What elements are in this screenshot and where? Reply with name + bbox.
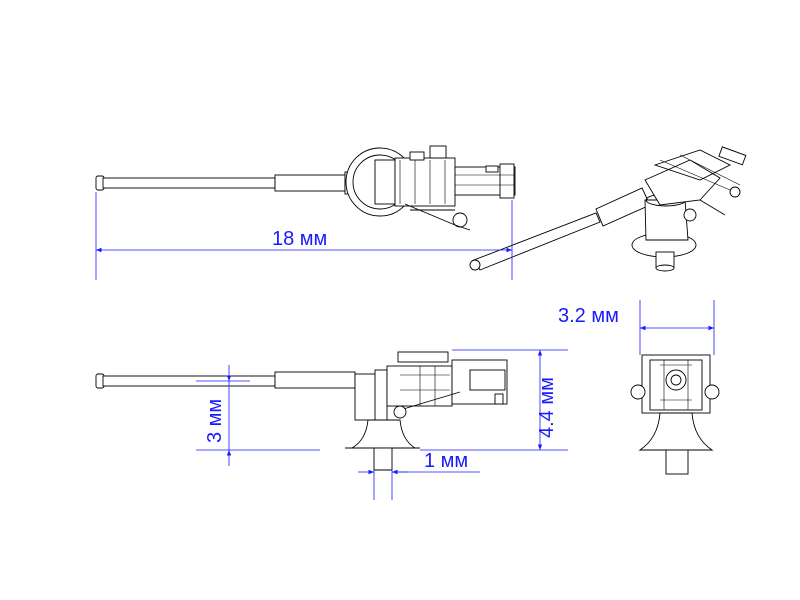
- length-label: 18 мм: [272, 228, 327, 250]
- height-label: 4.4 мм: [536, 377, 558, 438]
- dimension-base-width: 1 мм: [358, 450, 480, 500]
- front-view: [630, 354, 720, 475]
- width-label: 3.2 мм: [558, 305, 619, 327]
- dimension-axis-height: 3 мм: [196, 365, 320, 466]
- dimension-length: 18 мм: [95, 192, 513, 280]
- axis-height-label: 3 мм: [204, 399, 226, 443]
- dimension-height: 4.4 мм: [420, 349, 568, 451]
- top-view: [95, 145, 516, 231]
- dimension-width: 3.2 мм: [558, 300, 715, 355]
- perspective-view: [469, 146, 747, 272]
- base-width-label: 1 мм: [424, 450, 468, 472]
- side-view: [95, 351, 508, 471]
